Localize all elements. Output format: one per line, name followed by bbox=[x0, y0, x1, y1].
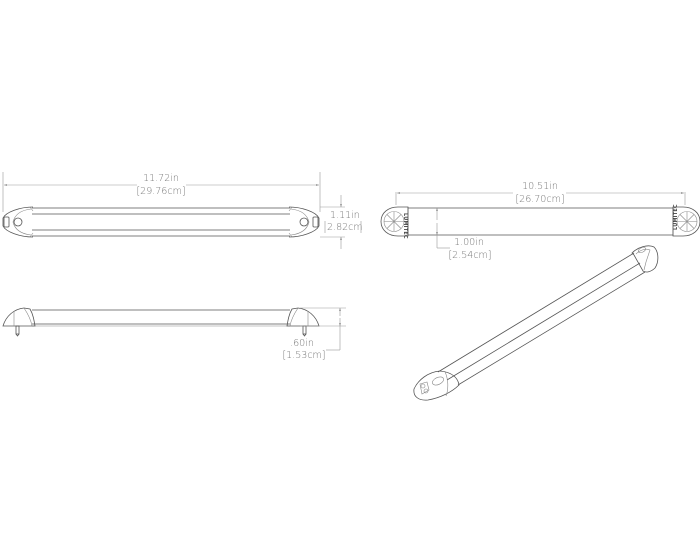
length-cm: [29.76cm] bbox=[136, 186, 185, 197]
bottom-length-dimension: 10.51in [26.70cm] bbox=[395, 181, 686, 205]
top-view-body bbox=[32, 207, 290, 237]
side-left-cap bbox=[2, 307, 36, 337]
bottom-width-dimension: 1.00in [2.54cm] bbox=[436, 208, 492, 261]
length-inches: 11.72in bbox=[143, 173, 179, 184]
height-cm: [1.53cm] bbox=[282, 350, 325, 361]
left-end-cap bbox=[2, 206, 34, 238]
width-inches: 1.11in bbox=[330, 210, 360, 221]
bottom-left-cap: LUMITEC bbox=[380, 206, 409, 239]
iso-lower-left-cap bbox=[413, 370, 460, 401]
isometric-view bbox=[413, 245, 659, 401]
bottom-view-body bbox=[407, 207, 674, 236]
logo-left: LUMITEC bbox=[402, 213, 408, 239]
width-dimension: 1.11in 2.82cm bbox=[320, 195, 363, 249]
top-view: 11.72in [29.76cm] bbox=[2, 172, 363, 249]
bottom-length-inches: 10.51in bbox=[522, 181, 558, 192]
bottom-length-cm: [26.70cm] bbox=[515, 194, 564, 205]
bottom-right-cap: LUMITEC bbox=[672, 204, 700, 237]
side-right-cap bbox=[286, 307, 320, 337]
bottom-view: 10.51in [26.70cm] LUMITEC bbox=[380, 181, 700, 261]
logo-right: LUMITEC bbox=[673, 204, 679, 230]
right-end-cap bbox=[288, 206, 320, 238]
height-dimension: .60in [1.53cm] bbox=[282, 307, 346, 361]
bottom-width-inches: 1.00in bbox=[454, 237, 484, 248]
iso-upper-right-cap bbox=[631, 245, 659, 273]
height-inches: .60in bbox=[290, 338, 314, 349]
side-view: .60in [1.53cm] bbox=[2, 307, 346, 361]
bottom-width-cm: [2.54cm] bbox=[448, 250, 491, 261]
width-cm: 2.82cm bbox=[327, 222, 363, 233]
length-dimension: 11.72in [29.76cm] bbox=[2, 172, 321, 212]
